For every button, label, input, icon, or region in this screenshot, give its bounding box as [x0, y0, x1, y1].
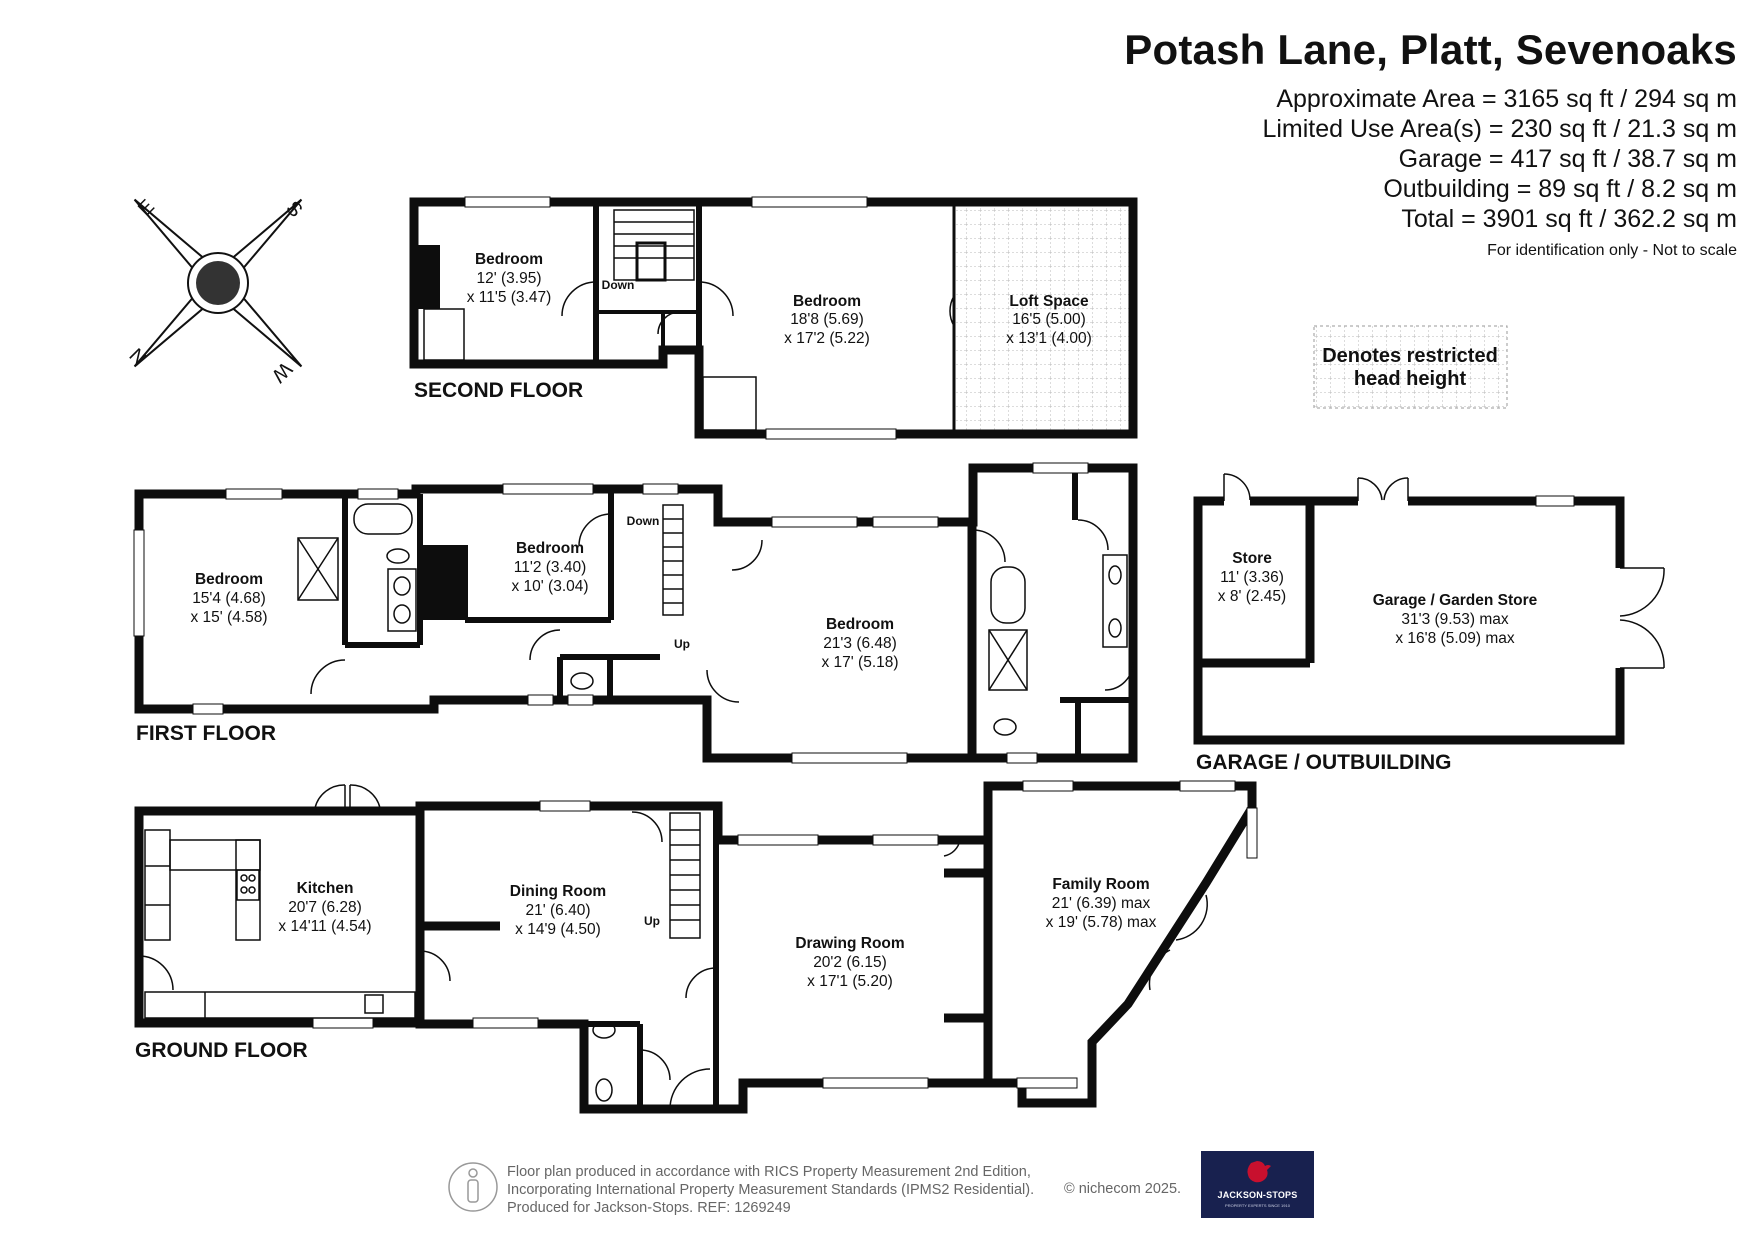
- ground-floor-label: GROUND FLOOR: [135, 1039, 308, 1062]
- dining-name: Dining Room: [510, 883, 606, 900]
- area-approximate: Approximate Area = 3165 sq ft / 294 sq m: [1276, 85, 1737, 113]
- ff-bedroom-1-dim2: x 15' (4.58): [190, 609, 267, 626]
- drawing-dim1: 20'2 (6.15): [813, 954, 887, 971]
- second-floor-plan: [409, 196, 1138, 440]
- footer-line-2: Incorporating International Property Mea…: [507, 1182, 1035, 1198]
- family-dim1: 21' (6.39) max: [1052, 895, 1151, 912]
- sf-bedroom-1-dim2: x 11'5 (3.47): [467, 289, 552, 306]
- ff-stair-up: Up: [674, 637, 690, 651]
- dining-dim2: x 14'9 (4.50): [515, 921, 601, 938]
- garage-dim1: 31'3 (9.53) max: [1401, 611, 1508, 628]
- sf-bedroom-1-dim1: 12' (3.95): [477, 270, 542, 287]
- second-floor-label: SECOND FLOOR: [414, 379, 583, 402]
- first-floor-labels: Bedroom 15'4 (4.68) x 15' (4.58) Bedroom…: [136, 514, 899, 745]
- ground-floor-plan: [134, 780, 1258, 1114]
- drawing-dim2: x 17'1 (5.20): [807, 973, 893, 990]
- first-floor-plan: [133, 462, 1138, 764]
- ff-bedroom-2-dim2: x 10' (3.04): [511, 578, 588, 595]
- sf-bedroom-2-name: Bedroom: [793, 293, 861, 310]
- jackson-stops-logo: JACKSON-STOPS PROPERTY EXPERTS SINCE 191…: [1201, 1151, 1314, 1218]
- scale-note: For identification only - Not to scale: [1487, 242, 1737, 259]
- footer-line-1: Floor plan produced in accordance with R…: [507, 1164, 1031, 1180]
- garage-dim2: x 16'8 (5.09) max: [1395, 630, 1515, 647]
- compass-w: W: [267, 357, 296, 386]
- store-dim1: 11' (3.36): [1220, 569, 1284, 586]
- sf-loft-dim2: x 13'1 (4.00): [1006, 330, 1092, 347]
- second-floor-labels: Bedroom 12' (3.95) x 11'5 (3.47) Bedroom…: [414, 251, 1092, 402]
- footer-line-3: Produced for Jackson-Stops. REF: 1269249: [507, 1200, 791, 1216]
- compass-rose: S W N E: [126, 196, 307, 387]
- ff-stair-down: Down: [627, 514, 660, 528]
- restricted-height-legend: Denotes restricted head height: [1313, 325, 1508, 409]
- dining-dim1: 21' (6.40): [526, 902, 591, 919]
- ff-bedroom-3-name: Bedroom: [826, 616, 894, 633]
- family-name: Family Room: [1052, 876, 1149, 893]
- first-floor-label: FIRST FLOOR: [136, 722, 276, 745]
- restricted-line-2: head height: [1354, 368, 1467, 390]
- compass-n: N: [126, 343, 152, 369]
- store-dim2: x 8' (2.45): [1218, 588, 1286, 605]
- restricted-line-1: Denotes restricted: [1322, 345, 1498, 367]
- copyright-text: © nichecom 2025.: [1064, 1181, 1182, 1197]
- ff-bedroom-1-name: Bedroom: [195, 571, 263, 588]
- gf-stair-up: Up: [644, 914, 660, 928]
- ff-bedroom-2-name: Bedroom: [516, 540, 584, 557]
- area-limited-use: Limited Use Area(s) = 230 sq ft / 21.3 s…: [1262, 115, 1737, 143]
- sf-bedroom-2-dim2: x 17'2 (5.22): [784, 330, 870, 347]
- kitchen-dim1: 20'7 (6.28): [288, 899, 362, 916]
- logo-tagline: PROPERTY EXPERTS SINCE 1910: [1225, 1203, 1290, 1208]
- sf-loft-name: Loft Space: [1009, 293, 1089, 310]
- garage-name: Garage / Garden Store: [1373, 592, 1538, 609]
- kitchen-name: Kitchen: [297, 880, 354, 897]
- ff-bedroom-3-dim2: x 17' (5.18): [821, 654, 898, 671]
- kitchen-dim2: x 14'11 (4.54): [278, 918, 371, 935]
- logo-wordmark: JACKSON-STOPS: [1217, 1190, 1298, 1200]
- sf-loft-dim1: 16'5 (5.00): [1012, 311, 1086, 328]
- area-summary: Approximate Area = 3165 sq ft / 294 sq m…: [1262, 84, 1737, 234]
- fox-emblem-icon: [1247, 1161, 1271, 1183]
- footer-note: Floor plan produced in accordance with R…: [507, 1163, 1034, 1217]
- garage-labels: Store 11' (3.36) x 8' (2.45) Garage / Ga…: [1196, 550, 1538, 774]
- store-name: Store: [1232, 550, 1272, 567]
- measurement-standard-icon: [448, 1162, 498, 1212]
- area-garage: Garage = 417 sq ft / 38.7 sq m: [1398, 145, 1737, 173]
- ff-bedroom-2-dim1: 11'2 (3.40): [514, 559, 586, 576]
- garage-floor-label: GARAGE / OUTBUILDING: [1196, 751, 1452, 774]
- ff-bedroom-3-dim1: 21'3 (6.48): [823, 635, 897, 652]
- area-outbuilding: Outbuilding = 89 sq ft / 8.2 sq m: [1383, 175, 1737, 203]
- sf-bedroom-2-dim1: 18'8 (5.69): [790, 311, 864, 328]
- ff-bedroom-1-dim1: 15'4 (4.68): [192, 590, 266, 607]
- sf-bedroom-1-name: Bedroom: [475, 251, 543, 268]
- family-dim2: x 19' (5.78) max: [1046, 914, 1157, 931]
- area-total: Total = 3901 sq ft / 362.2 sq m: [1401, 205, 1737, 233]
- drawing-name: Drawing Room: [795, 935, 904, 952]
- property-title: Potash Lane, Platt, Sevenoaks: [1124, 26, 1737, 73]
- sf-stair-down: Down: [602, 278, 635, 292]
- ground-floor-labels: Kitchen 20'7 (6.28) x 14'11 (4.54) Dinin…: [135, 876, 1157, 1062]
- garage-plan: [1193, 473, 1665, 745]
